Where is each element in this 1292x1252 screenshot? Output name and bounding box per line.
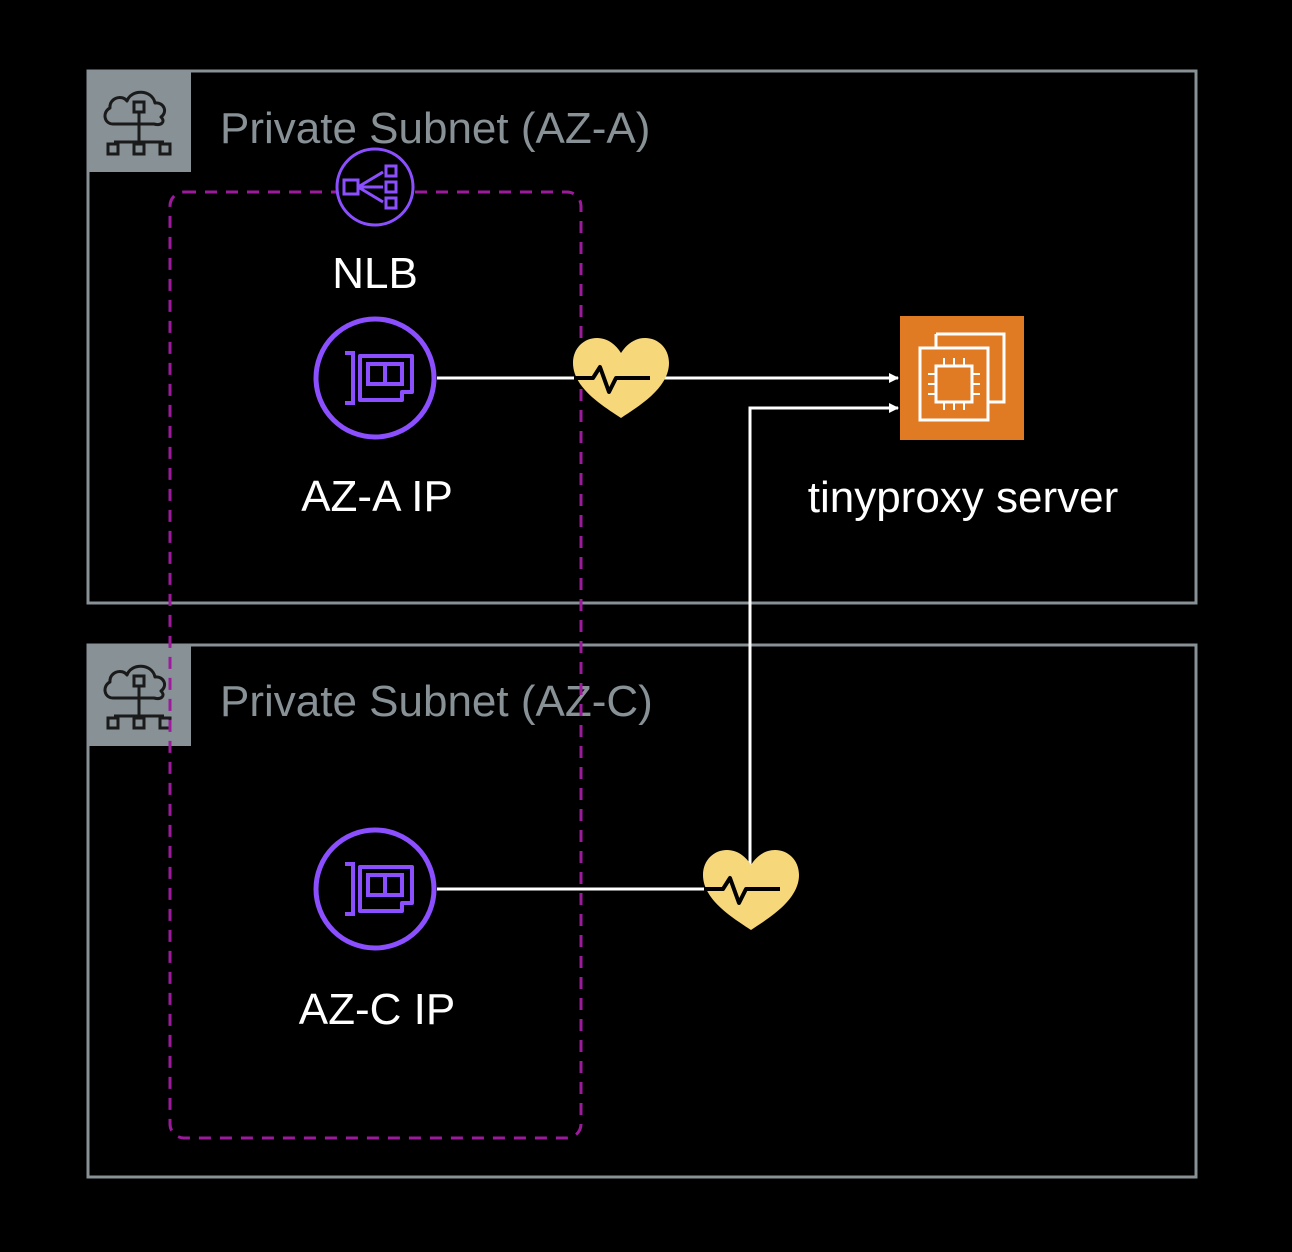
connector-az-c-to-server bbox=[437, 403, 899, 891]
subnet-cloud-icon bbox=[88, 645, 191, 746]
server-label: tinyproxy server bbox=[808, 473, 1119, 522]
ec2-instance-icon bbox=[900, 316, 1024, 440]
elastic-network-interface-icon bbox=[313, 827, 437, 951]
connectors bbox=[437, 373, 899, 891]
subnet-title: Private Subnet (AZ-A) bbox=[220, 104, 650, 153]
health-check-heart-icon bbox=[573, 338, 669, 418]
eni-az-c-label: AZ-C IP bbox=[299, 985, 455, 1034]
subnet-cloud-icon bbox=[88, 71, 191, 172]
subnet-az-c: Private Subnet (AZ-C) bbox=[86, 643, 1198, 1179]
eni-az-a-label: AZ-A IP bbox=[301, 472, 453, 521]
health-check-heart-icon bbox=[703, 850, 799, 930]
subnet-title: Private Subnet (AZ-C) bbox=[220, 677, 653, 726]
nlb-label: NLB bbox=[332, 249, 418, 298]
elastic-network-interface-icon bbox=[313, 316, 437, 440]
subnet-az-a: Private Subnet (AZ-A) bbox=[86, 69, 1198, 605]
network-load-balancer-icon bbox=[335, 147, 415, 227]
